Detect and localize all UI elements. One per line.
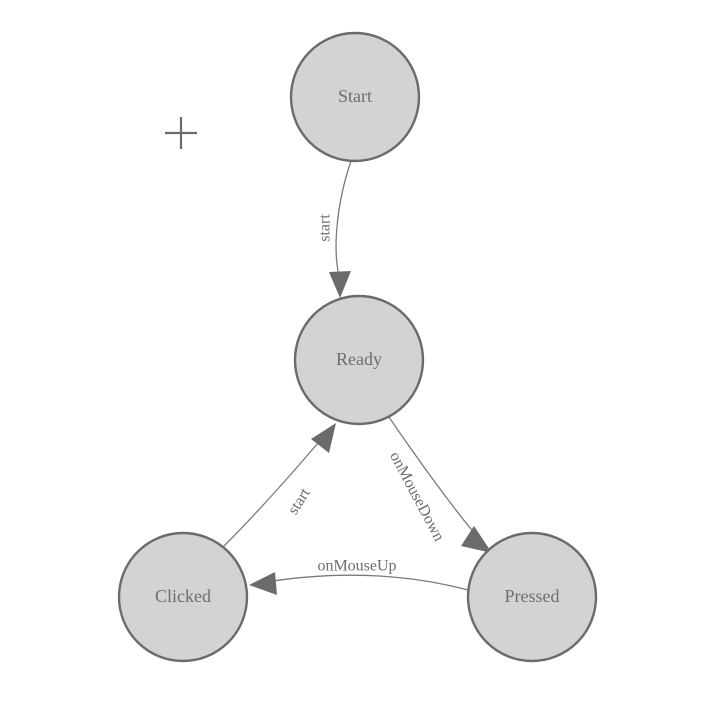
edge-ready-to-pressed-arrowhead — [461, 526, 492, 553]
edge-start-to-ready-label: start — [317, 214, 334, 242]
edge-clicked-to-ready-label: start — [285, 485, 314, 518]
edge-ready-to-pressed-label: onMouseDown — [386, 449, 447, 544]
state-node-pressed[interactable]: Pressed — [466, 531, 598, 663]
state-node-start-circle[interactable] — [289, 31, 421, 163]
state-node-start[interactable]: Start — [289, 31, 421, 163]
edge-start-to-ready-path[interactable] — [335, 160, 352, 277]
edge-pressed-to-clicked-label: onMouseUp — [317, 558, 396, 575]
state-node-ready[interactable]: Ready — [293, 294, 425, 426]
edge-clicked-to-ready-arrowhead — [311, 423, 336, 453]
edge-clicked-to-ready[interactable]: start — [223, 423, 336, 547]
edge-pressed-to-clicked-arrowhead — [249, 572, 277, 595]
edge-ready-to-pressed[interactable]: onMouseDown — [386, 416, 492, 553]
state-node-ready-circle[interactable] — [293, 294, 425, 426]
plus-marker-icon — [165, 117, 197, 149]
edge-clicked-to-ready-path[interactable] — [223, 436, 324, 547]
edge-pressed-to-clicked[interactable]: onMouseUp — [249, 558, 469, 595]
edge-pressed-to-clicked-path[interactable] — [265, 574, 469, 591]
edge-ready-to-pressed-path[interactable] — [388, 416, 480, 540]
edge-start-to-ready[interactable]: start — [317, 160, 352, 298]
edge-start-to-ready-arrowhead — [329, 271, 351, 298]
state-node-clicked[interactable]: Clicked — [117, 531, 249, 663]
state-node-pressed-circle[interactable] — [466, 531, 598, 663]
state-node-clicked-circle[interactable] — [117, 531, 249, 663]
